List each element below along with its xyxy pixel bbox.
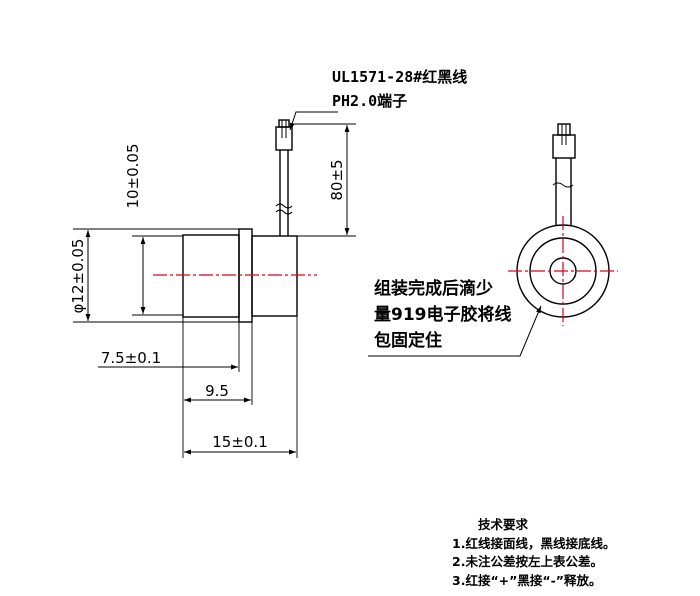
end-connector-latch — [557, 123, 571, 136]
dim-lead-length-text: 80±5 — [328, 159, 346, 200]
wire-break-mark-2 — [275, 209, 293, 215]
tech-requirement-item: 2.未注公差按左上表公差。 — [452, 554, 603, 569]
end-centerlines — [508, 216, 618, 326]
connector-leader — [289, 111, 338, 131]
tech-requirements: 技术要求 1.红线接面线，黑线接底线。 2.未注公差按左上表公差。 3.红接“+… — [452, 516, 697, 590]
tech-requirement-item: 1.红线接面线，黑线接底线。 — [452, 535, 616, 551]
glue-note-line-2: 量919电子胶将线 — [374, 304, 512, 325]
tech-requirement-item: 3.红接“+”黑接“-”释放。 — [452, 572, 602, 588]
end-connector-body — [552, 134, 576, 159]
dim-7-5-text: 7.5±0.1 — [101, 349, 161, 367]
head — [251, 235, 298, 317]
tech-requirements-title: 技术要求 — [478, 517, 529, 532]
wire-spec-text: UL1571-28#红黑线 — [332, 68, 467, 86]
wire-break-mark — [275, 203, 293, 209]
connector-latch — [278, 119, 290, 128]
glue-note-line-3: 包固定住 — [374, 330, 442, 351]
glue-note-leader — [368, 305, 542, 357]
dim-9-5-text: 9.5 — [205, 382, 229, 400]
dimension-lines — [85, 125, 350, 455]
dim-inner-diameter-text: 10±0.05 — [124, 143, 142, 208]
end-wire-break — [552, 182, 574, 188]
side-view — [182, 119, 298, 323]
glue-note-line-1: 组装完成后滴少 — [374, 278, 493, 299]
body-outline — [182, 234, 240, 318]
terminal-spec-text: PH2.0端子 — [332, 92, 407, 110]
dim-outer-diameter-text: φ12±0.05 — [69, 239, 87, 314]
dim-15-text: 15±0.1 — [212, 433, 268, 451]
extension-lines — [73, 123, 356, 458]
connector-body — [275, 126, 293, 151]
